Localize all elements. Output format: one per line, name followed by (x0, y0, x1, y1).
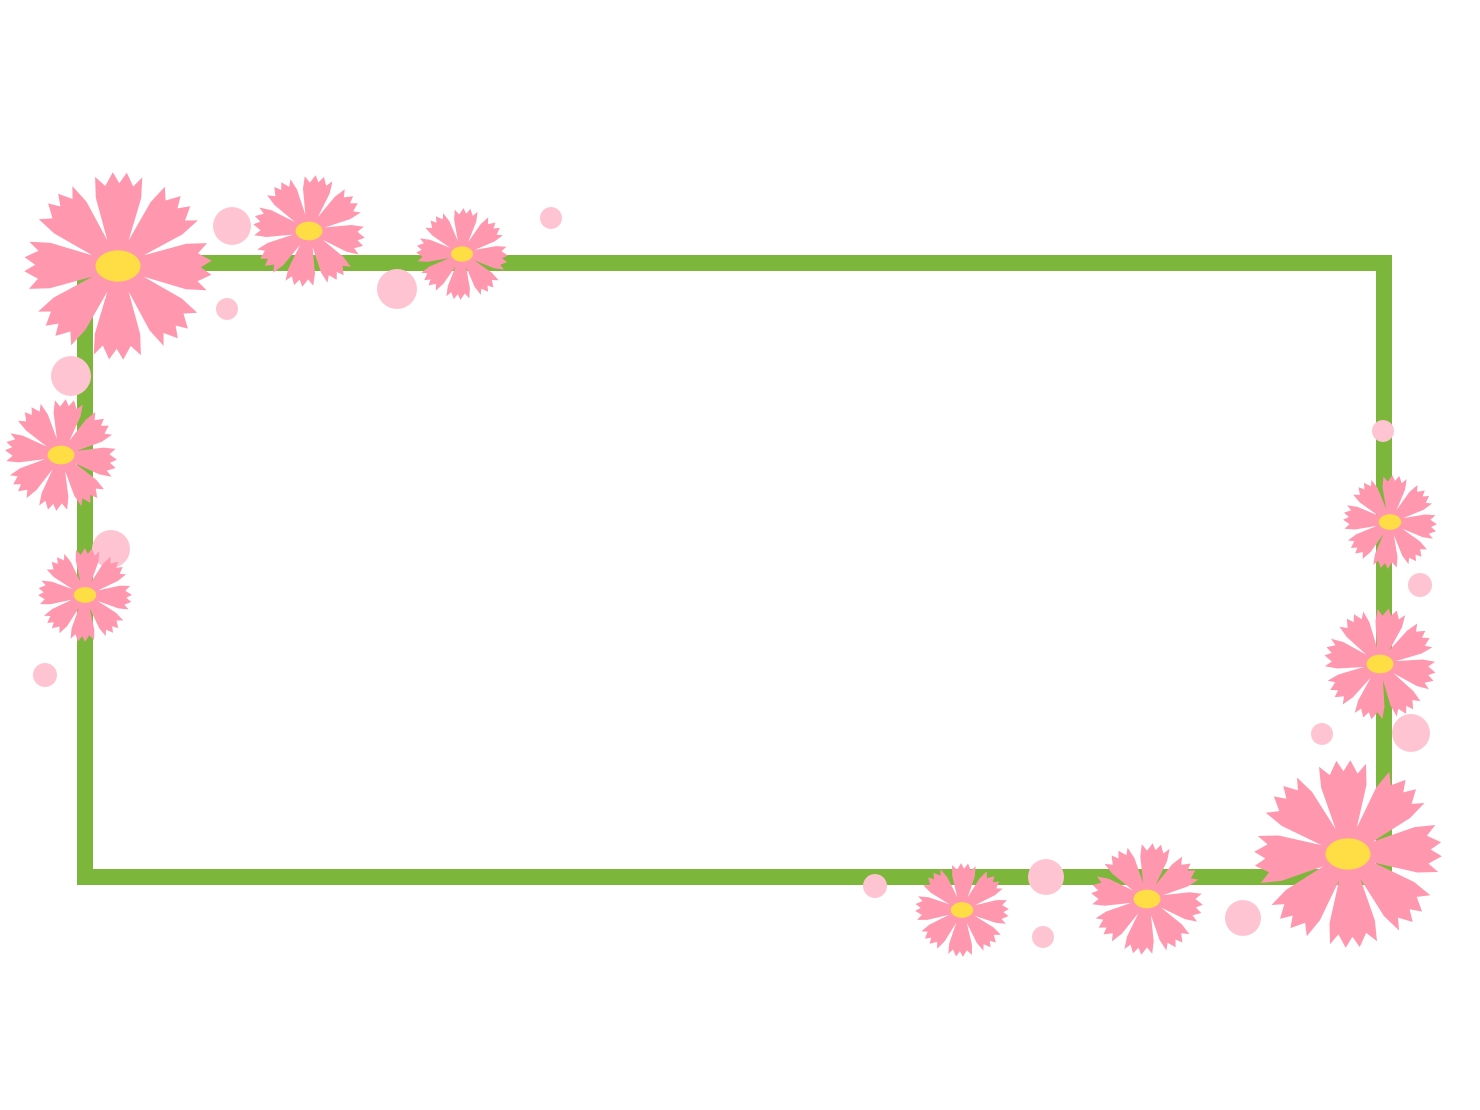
cosmos-flower-icon (253, 175, 365, 287)
cosmos-flower-icon (416, 208, 508, 300)
petal-dot-icon (1028, 859, 1064, 895)
petal-dot-icon (1311, 723, 1333, 745)
cosmos-flower-icon (1324, 608, 1436, 720)
cosmos-flower-icon (1091, 843, 1203, 955)
flower-center (47, 445, 75, 465)
flower-center (1325, 838, 1371, 870)
petal-dot-icon (33, 663, 57, 687)
petal-dot-icon (213, 207, 251, 245)
petal-dot-icon (92, 530, 130, 568)
petal-dot-icon (51, 356, 91, 396)
flower-center (95, 250, 141, 282)
flower-center (73, 587, 97, 603)
flower-center (950, 902, 974, 918)
cosmos-flower-icon (1343, 475, 1437, 569)
dots-layer (33, 207, 1432, 948)
cosmos-flower-icon (5, 399, 117, 511)
petal-dot-icon (1392, 714, 1430, 752)
petal-dot-icon (1032, 926, 1054, 948)
petal-dot-icon (377, 269, 417, 309)
petal-dot-icon (863, 874, 887, 898)
petal-dot-icon (1225, 900, 1261, 936)
flowers-layer (5, 172, 1442, 957)
petal-dot-icon (1408, 573, 1432, 597)
cosmos-flower-icon (1254, 760, 1442, 948)
petal-dot-icon (540, 207, 562, 229)
petal-dot-icon (1372, 420, 1394, 442)
cosmos-flower-icon (24, 172, 212, 360)
petal-dot-icon (216, 298, 238, 320)
cosmos-flower-icon (38, 548, 132, 642)
flower-center (450, 246, 474, 262)
flower-center (1133, 889, 1161, 909)
flower-center (1378, 514, 1402, 530)
flower-center (1366, 654, 1394, 674)
cosmos-flower-icon (915, 863, 1009, 957)
flower-center (295, 221, 323, 241)
